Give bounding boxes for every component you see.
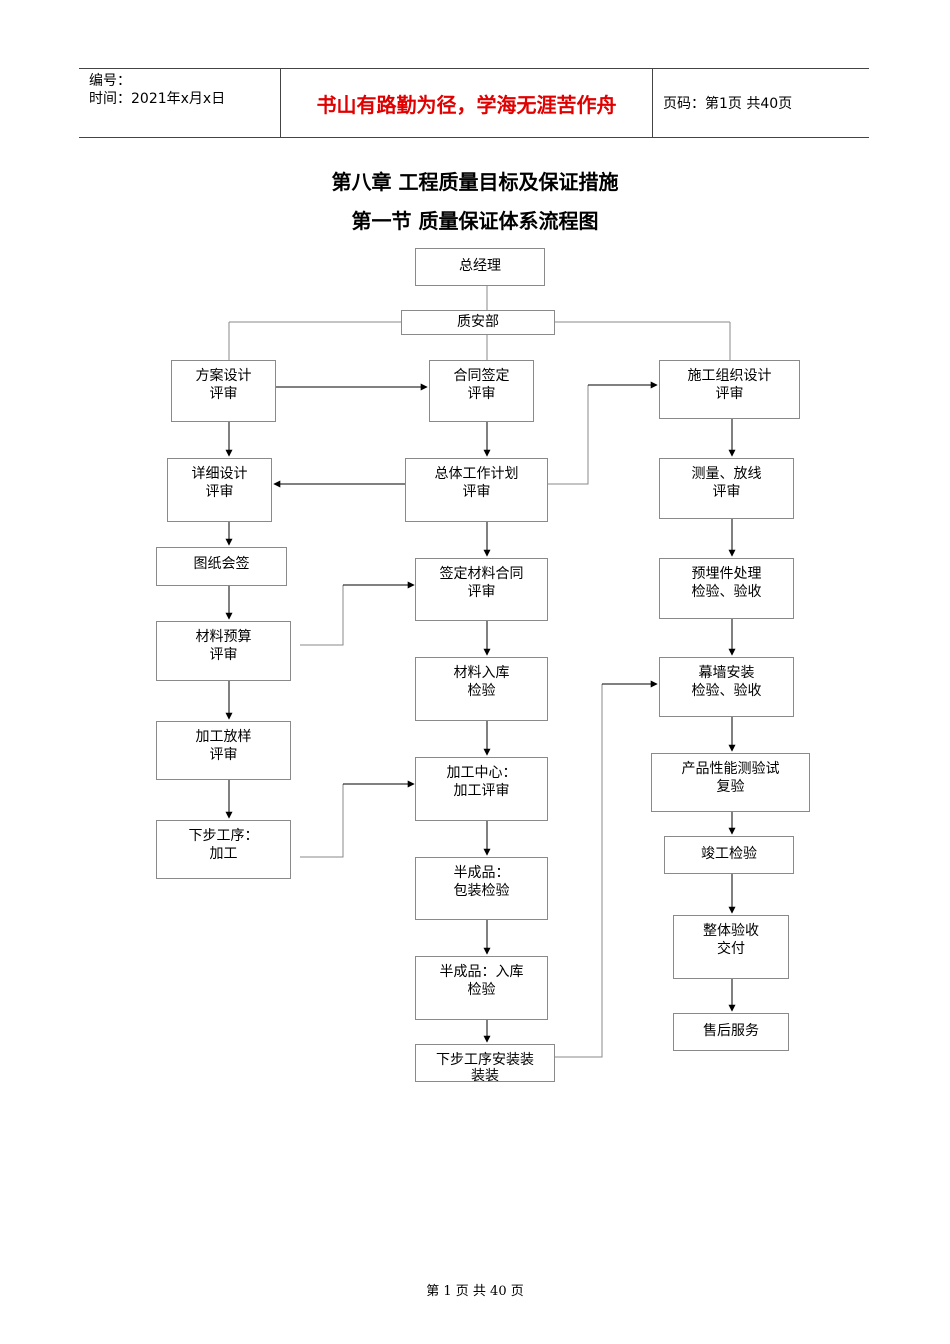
box-overall-acceptance: 整体验收 交付 <box>673 915 789 979</box>
box-survey: 测量、放线 评审 <box>659 458 794 519</box>
box-general-manager: 总经理 <box>415 248 545 286</box>
box-drawing-signoff: 图纸会签 <box>156 547 287 586</box>
box-next-step-install: 下步工序安装装 装装 <box>415 1044 555 1084</box>
connector-nextstep-to-center <box>300 784 344 858</box>
header-motto: 书山有路勤为径，学海无涯苦作舟 <box>280 69 653 137</box>
box-material-warehouse: 材料入库 检验 <box>415 657 548 721</box>
box-after-sales: 售后服务 <box>673 1013 789 1051</box>
box-curtain-wall: 幕墙安装 检验、验收 <box>659 657 794 717</box>
chapter-title: 第八章 工程质量目标及保证措施 <box>331 170 619 194</box>
box-processing-sample: 加工放样 评审 <box>156 721 291 780</box>
box-processing-center: 加工中心： 加工评审 <box>415 757 548 821</box>
box-overall-plan: 总体工作计划 评审 <box>405 458 548 522</box>
box-material-contract: 签定材料合同 评审 <box>415 558 548 621</box>
box-construction-design: 施工组织设计 评审 <box>659 360 800 419</box>
connector-install-to-curtain <box>555 684 603 1058</box>
document-header: 编号： 时间：2021年x月x日 书山有路勤为径，学海无涯苦作舟 页码：第1页 … <box>79 68 869 138</box>
box-contract-signing: 合同签定 评审 <box>429 360 534 422</box>
box-material-budget: 材料预算 评审 <box>156 621 291 681</box>
connector-budget-to-contract <box>300 585 344 646</box>
header-page-info: 页码：第1页 共40页 <box>663 96 793 112</box>
box-scheme-design: 方案设计 评审 <box>171 360 276 422</box>
section-title: 第一节 质量保证体系流程图 <box>351 209 599 233</box>
box-quality-dept: 质安部 <box>401 310 555 335</box>
box-semi-packaging: 半成品： 包装检验 <box>415 857 548 920</box>
header-meta-cell: 编号： 时间：2021年x月x日 <box>79 69 280 137</box>
box-semi-warehouse: 半成品：入库 检验 <box>415 956 548 1020</box>
box-detailed-design: 详细设计 评审 <box>167 458 272 522</box>
connector-plan-to-construction <box>548 385 589 485</box>
page-footer: 第 1 页 共 40 页 <box>426 1284 524 1299</box>
box-next-step-processing: 下步工序： 加工 <box>156 820 291 879</box>
document-time-label: 时间：2021年x月x日 <box>89 91 226 107</box>
document-number-label: 编号： <box>89 73 131 89</box>
box-performance-test: 产品性能测验试 复验 <box>651 753 810 812</box>
box-embedded-parts: 预埋件处理 检验、验收 <box>659 558 794 619</box>
box-completion-check: 竣工检验 <box>664 836 794 874</box>
